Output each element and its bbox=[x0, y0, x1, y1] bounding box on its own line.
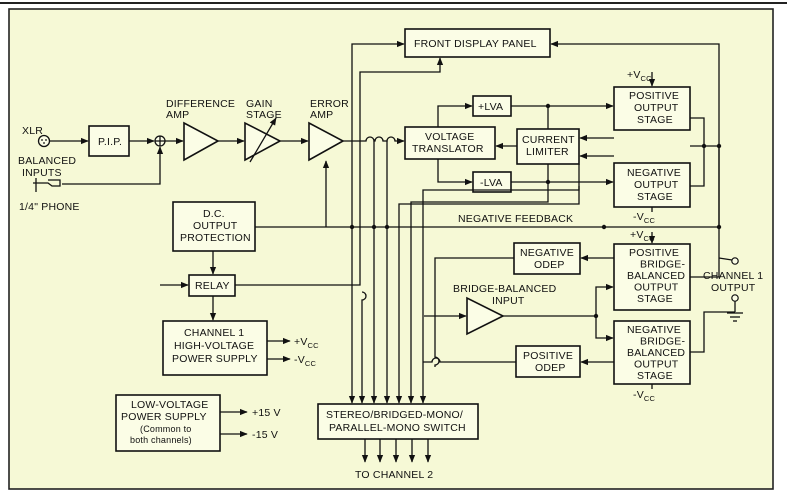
summing-junction-icon bbox=[154, 135, 166, 147]
channel1-output-terminal-icon bbox=[731, 257, 739, 265]
negative-output-stage-block bbox=[613, 162, 691, 208]
front-display-panel-block bbox=[404, 28, 551, 58]
minus-15v-label: -15 V bbox=[252, 429, 278, 441]
hv-power-supply-block bbox=[162, 320, 268, 376]
vcc-minus-bridge-label: -VCC bbox=[633, 389, 656, 403]
gain-variable-arrow bbox=[249, 117, 277, 163]
channel1-ground-terminal-icon bbox=[731, 294, 739, 302]
negative-odep-block bbox=[513, 242, 581, 275]
xlr-label: XLR bbox=[22, 125, 43, 137]
plus-15v-label: +15 V bbox=[252, 407, 281, 419]
phone-jack-icon bbox=[33, 178, 61, 192]
error-amp-triangle bbox=[308, 121, 345, 162]
to-channel-2-label: TO CHANNEL 2 bbox=[355, 469, 433, 481]
phone-input-label: 1/4" PHONE bbox=[19, 201, 80, 213]
front-display-panel-label: FRONT DISPLAY PANEL bbox=[414, 38, 537, 50]
voltage-translator-block bbox=[404, 126, 496, 160]
pip-label: P.I.P. bbox=[98, 136, 122, 148]
vcc-minus-mid-label: -VCC bbox=[633, 211, 656, 225]
mode-switch-label: STEREO/BRIDGED-MONO/PARALLEL-MONO SWITCH bbox=[326, 409, 466, 434]
hv-minus-vcc-label: -VCC bbox=[294, 354, 317, 368]
positive-output-stage-block bbox=[613, 86, 691, 131]
mode-switch-block bbox=[317, 403, 479, 440]
negative-feedback-label: NEGATIVE FEEDBACK bbox=[458, 213, 573, 225]
bridge-input-amp-triangle bbox=[466, 296, 505, 336]
positive-bridge-output-stage-block bbox=[613, 243, 691, 311]
current-limiter-block bbox=[516, 128, 580, 165]
to-channel-2-arrows bbox=[361, 439, 432, 463]
xlr-connector-icon bbox=[37, 134, 51, 148]
feedback-junction-dots bbox=[349, 224, 722, 230]
relay-label: RELAY bbox=[195, 280, 230, 292]
difference-amp-triangle bbox=[183, 121, 220, 162]
minus-lva-label: -LVA bbox=[480, 177, 503, 189]
lv-power-supply-block bbox=[115, 394, 221, 452]
hv-plus-vcc-label: +VCC bbox=[294, 336, 319, 350]
ground-icon bbox=[727, 312, 743, 322]
switch-bus-lines bbox=[348, 141, 580, 404]
vcc-plus-top-label: +VCC bbox=[627, 69, 652, 83]
negative-bridge-output-stage-block bbox=[613, 320, 691, 385]
plus-lva-label: +LVA bbox=[478, 101, 503, 113]
